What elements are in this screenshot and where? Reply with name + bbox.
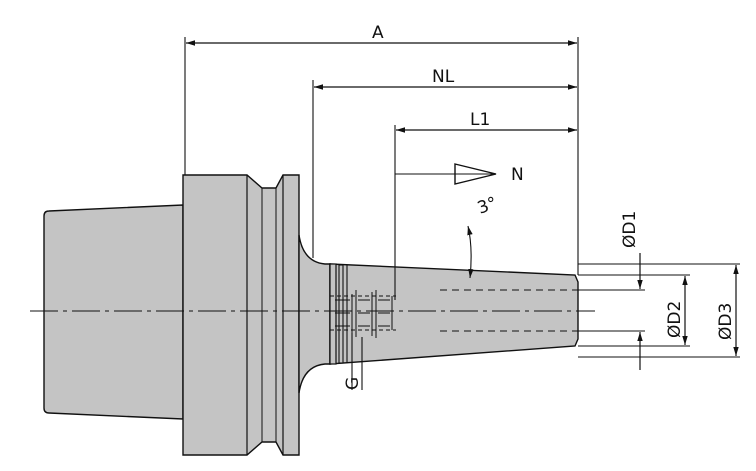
- dimension-a-label: A: [372, 23, 384, 43]
- n-label: N: [511, 165, 524, 185]
- angle-arc: [467, 225, 474, 279]
- thread-detail: [330, 290, 396, 338]
- dimension-d1-label: ØD1: [620, 211, 640, 248]
- dimension-nl-label: NL: [432, 67, 455, 87]
- g-label: G: [343, 377, 363, 390]
- dimension-l1-label: L1: [470, 110, 490, 130]
- angle-label: 3°: [475, 193, 500, 218]
- tapered-nose: [329, 263, 579, 365]
- dimension-d2-label: ØD2: [665, 301, 685, 338]
- collar-ring-inner: [338, 264, 344, 364]
- dimension-d3-label: ØD3: [716, 303, 736, 340]
- neck-fillet: [298, 234, 331, 394]
- taper-shank: [43, 204, 184, 420]
- collar-ring: [329, 263, 337, 365]
- flange: [182, 174, 300, 456]
